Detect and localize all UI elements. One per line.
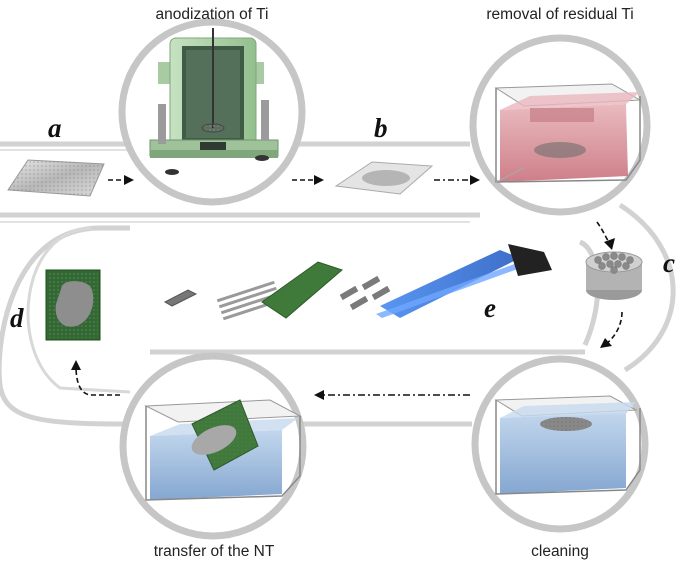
nanotube-bundle — [585, 251, 643, 300]
device-assembly — [163, 244, 552, 321]
letter-a: a — [48, 113, 62, 143]
removal-circle — [469, 34, 651, 216]
cleaning-tank — [494, 395, 641, 495]
cleaning-circle — [471, 355, 649, 533]
letter-b: b — [374, 113, 388, 143]
transfer-tank — [144, 399, 302, 501]
nt-chip — [45, 269, 101, 341]
arrow-heads — [71, 175, 615, 400]
anodized-foil — [334, 161, 434, 195]
anodization-circle — [118, 18, 306, 206]
letter-d: d — [10, 303, 24, 333]
ti-foil — [7, 159, 105, 197]
letter-e: e — [484, 293, 496, 323]
removal-tank — [494, 83, 642, 183]
anodization-cell — [149, 28, 279, 175]
label-transfer: transfer of the NT — [154, 543, 275, 560]
letter-c: c — [663, 248, 675, 278]
flow-arrows — [75, 179, 623, 396]
inner-track — [26, 226, 131, 394]
transfer-circle — [119, 352, 307, 540]
label-anodization: anodization of Ti — [156, 6, 269, 23]
label-removal: removal of residual Ti — [486, 6, 633, 23]
label-cleaning: cleaning — [531, 543, 589, 560]
